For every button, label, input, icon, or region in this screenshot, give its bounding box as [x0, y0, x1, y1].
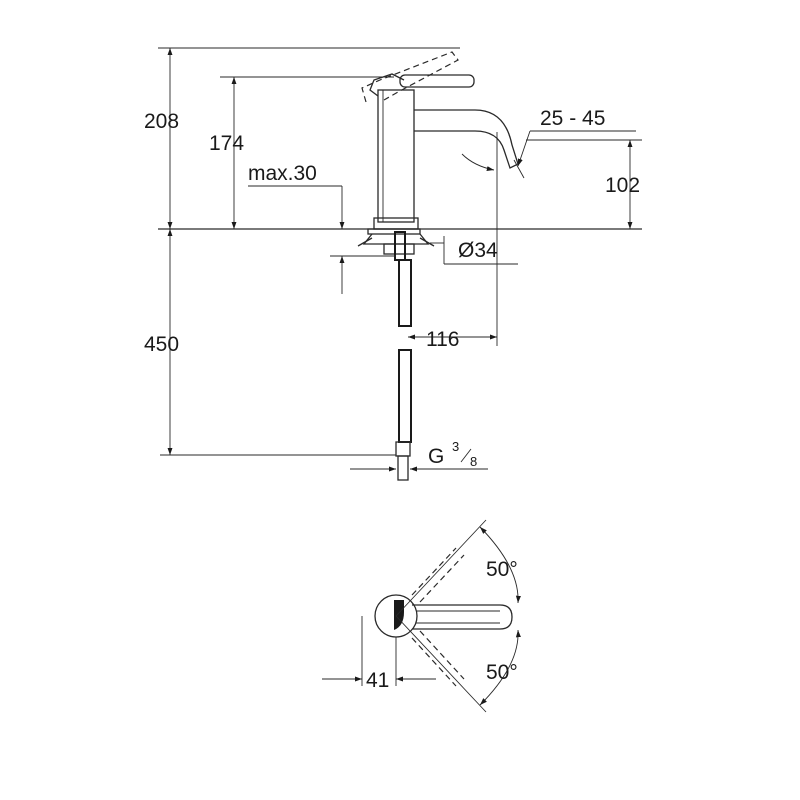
lever-raised-outline	[361, 51, 459, 103]
label-angle-upper: 50°	[486, 558, 518, 581]
label-max-thickness: max.30	[248, 162, 317, 185]
dimension-max-thickness: max.30	[248, 162, 396, 294]
lever-top-view	[412, 604, 513, 630]
dimension-lever-offset: 41	[322, 616, 436, 692]
label-thread-main: G	[428, 445, 444, 468]
label-hose-length: 450	[144, 333, 179, 356]
label-lever-offset: 41	[366, 669, 389, 692]
dimension-outlet-height: 102	[526, 139, 642, 229]
side-view: 208 174 max.30 25 - 45 102	[144, 47, 642, 481]
dimension-hole-diameter: Ø34	[430, 236, 518, 265]
dimension-total-height: 208	[144, 47, 460, 229]
faucet-body	[373, 89, 419, 230]
label-projection: 116	[426, 328, 459, 351]
dimension-hose-length: 450	[144, 229, 396, 456]
label-spout-height: 174	[209, 132, 244, 155]
faucet-lever	[369, 73, 475, 97]
dimension-flow-angle: 25 - 45	[461, 107, 636, 172]
dimension-projection: 116	[408, 132, 498, 351]
supply-hose	[395, 259, 412, 481]
dimension-angle-upper: 50°	[479, 526, 521, 604]
label-hole-diameter: Ø34	[458, 239, 498, 262]
faucet-spout	[414, 109, 519, 169]
label-outlet-height: 102	[605, 174, 640, 197]
dimension-angle-lower: 50°	[479, 629, 521, 706]
label-thread-numerator: 3	[452, 439, 459, 454]
mounting-assembly	[357, 228, 435, 261]
dimension-thread-size: G 3 8	[350, 439, 488, 472]
label-angle-lower: 50°	[486, 661, 518, 684]
label-flow-angle: 25 - 45	[540, 107, 605, 130]
dimension-spout-height: 174	[209, 76, 394, 229]
top-view: 50° 50° 41	[322, 519, 521, 713]
label-thread-denominator: 8	[470, 454, 477, 469]
lever-swing-outlines	[411, 547, 465, 687]
label-total-height: 208	[144, 110, 179, 133]
